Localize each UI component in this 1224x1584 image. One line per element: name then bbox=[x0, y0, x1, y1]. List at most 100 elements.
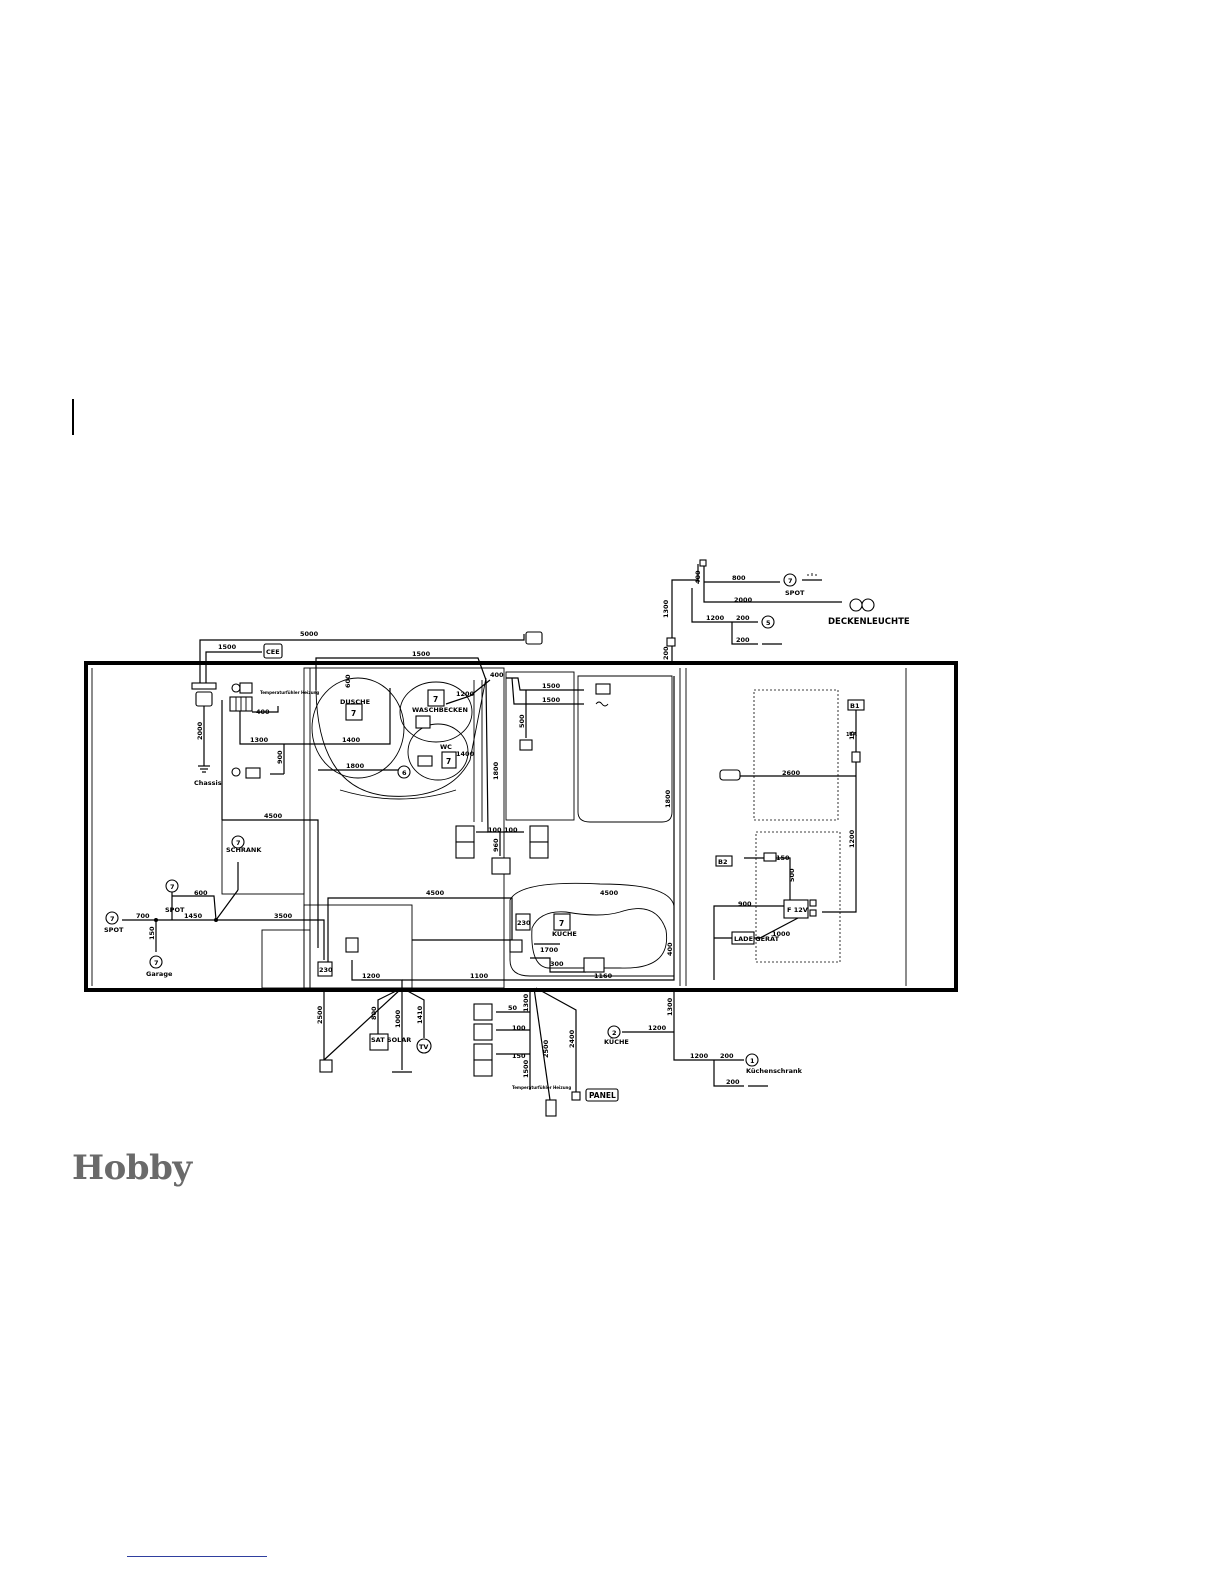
len-1100: 1100 bbox=[470, 972, 489, 980]
n-kueche: 7 bbox=[559, 919, 564, 928]
trafo-label: F 12V bbox=[787, 906, 808, 914]
len-150-c: 150 bbox=[512, 1052, 526, 1060]
len-1700: 1700 bbox=[540, 946, 559, 954]
tv-socket bbox=[416, 1038, 432, 1054]
len-3500: 3500 bbox=[274, 912, 293, 920]
kueche-label: KÜCHE bbox=[552, 929, 577, 938]
kitchen-loop bbox=[509, 882, 675, 977]
schrank-label: SCHRANK bbox=[226, 846, 262, 854]
garage-lamp bbox=[149, 955, 163, 969]
tv-label: TV bbox=[419, 1043, 428, 1051]
kueche-spot-lamp bbox=[607, 1025, 621, 1039]
chassis-label: Chassis bbox=[194, 779, 222, 787]
len-800: 800 bbox=[732, 574, 746, 582]
n-dusche: 7 bbox=[351, 709, 356, 718]
len-4500-b: 4500 bbox=[426, 889, 445, 897]
wasch-switch bbox=[427, 689, 445, 707]
margin-marker bbox=[72, 399, 74, 435]
socket-230-a bbox=[317, 961, 333, 977]
len-1500-top: 1500 bbox=[218, 643, 237, 651]
n-6: 6 bbox=[402, 769, 407, 777]
bed-outline bbox=[577, 675, 673, 823]
len-15: 15 bbox=[848, 730, 856, 740]
battery-b1-label: B1 bbox=[850, 702, 860, 710]
len-300: 300 bbox=[550, 960, 564, 968]
spot-mid-label: SPOT bbox=[165, 906, 185, 914]
len-1160: 1160 bbox=[594, 972, 613, 980]
n-spot-l: 7 bbox=[110, 915, 115, 923]
garage-label: Garage bbox=[146, 970, 173, 978]
n-2: 2 bbox=[612, 1029, 617, 1037]
panel-label: PANEL bbox=[589, 1091, 616, 1100]
cee-label: CEE bbox=[266, 648, 280, 656]
len-400-top: 400 bbox=[694, 570, 702, 584]
temp-label-2: Temperaturfühler Heizung bbox=[512, 1085, 571, 1090]
len-960: 960 bbox=[492, 838, 500, 852]
n-wc: 7 bbox=[446, 757, 451, 766]
len-400-v: 400 bbox=[666, 942, 674, 956]
wc-switch bbox=[441, 751, 457, 769]
kueche-switch bbox=[553, 913, 571, 931]
len-1500-bot: 1500 bbox=[522, 1059, 530, 1078]
len-1800: 1800 bbox=[346, 762, 365, 770]
n-1: 1 bbox=[750, 1057, 755, 1065]
len-500-r: 500 bbox=[788, 868, 796, 882]
len-2000-top: 2000 bbox=[734, 596, 753, 604]
len-600-v: 600 bbox=[344, 674, 352, 688]
len-1800-v2: 1800 bbox=[664, 789, 672, 808]
dusche-switch bbox=[345, 703, 363, 721]
n-garage: 7 bbox=[154, 959, 159, 967]
footer-rule bbox=[127, 1556, 267, 1557]
spot-top-label: SPOT bbox=[785, 589, 805, 597]
len-1400-a: 1400 bbox=[342, 736, 361, 744]
len-600: 600 bbox=[194, 889, 208, 897]
spot-left-label: SPOT bbox=[104, 926, 124, 934]
len-100-b: 100 bbox=[504, 826, 518, 834]
len-1450: 1450 bbox=[184, 912, 203, 920]
len-4500-a: 4500 bbox=[264, 812, 283, 820]
len-1410: 1410 bbox=[416, 1005, 424, 1024]
len-900-r: 900 bbox=[738, 900, 752, 908]
len-200-side: 200 bbox=[662, 646, 670, 660]
waschbecken-label: WASCHBECKEN bbox=[412, 706, 468, 714]
spot-left-lamp bbox=[105, 911, 119, 925]
vehicle-outline bbox=[84, 661, 958, 992]
len-1300-a: 1300 bbox=[250, 736, 269, 744]
len-900: 900 bbox=[276, 750, 284, 764]
socket-230-a-label: 230 bbox=[319, 966, 333, 974]
len-100-c: 100 bbox=[512, 1024, 526, 1032]
len-1300-top: 1300 bbox=[662, 599, 670, 618]
len-400-a: 400 bbox=[256, 708, 270, 716]
trafo-box bbox=[783, 899, 809, 919]
len-2000-v: 2000 bbox=[196, 721, 204, 740]
len-1200-b: 1200 bbox=[362, 972, 381, 980]
len-500-v: 500 bbox=[518, 714, 526, 728]
n-schrank: 7 bbox=[236, 839, 241, 847]
len-2500-a: 2500 bbox=[316, 1005, 324, 1024]
len-200-top1: 200 bbox=[736, 614, 750, 622]
len-4500-c: 4500 bbox=[600, 889, 619, 897]
deckenleuchte-label: DECKENLEUCHTE bbox=[828, 617, 910, 627]
len-100-a: 100 bbox=[488, 826, 502, 834]
len-5000: 5000 bbox=[300, 630, 319, 638]
socket-230-b-label: 230 bbox=[517, 919, 531, 927]
kuechenschrank-label: Küchenschrank bbox=[746, 1067, 803, 1075]
len-50: 50 bbox=[508, 1004, 518, 1012]
len-1200-a: 1200 bbox=[456, 690, 475, 698]
fuse-label: 15A bbox=[846, 732, 857, 738]
socket-230-b bbox=[515, 913, 531, 931]
len-700: 700 bbox=[136, 912, 150, 920]
battery-b2 bbox=[715, 855, 733, 867]
len-400-b: 400 bbox=[490, 671, 504, 679]
kuechenschrank-lamp bbox=[745, 1053, 759, 1067]
kueche-lower-label: KÜCHE bbox=[604, 1037, 629, 1046]
len-1200-d: 1200 bbox=[690, 1052, 709, 1060]
len-1300-b: 1300 bbox=[522, 993, 530, 1012]
len-1500-r2: 1500 bbox=[542, 696, 561, 704]
n-wasch: 7 bbox=[433, 695, 438, 704]
len-1200-c: 1200 bbox=[648, 1024, 667, 1032]
len-2400: 2400 bbox=[568, 1029, 576, 1048]
len-200-top2: 200 bbox=[736, 636, 750, 644]
